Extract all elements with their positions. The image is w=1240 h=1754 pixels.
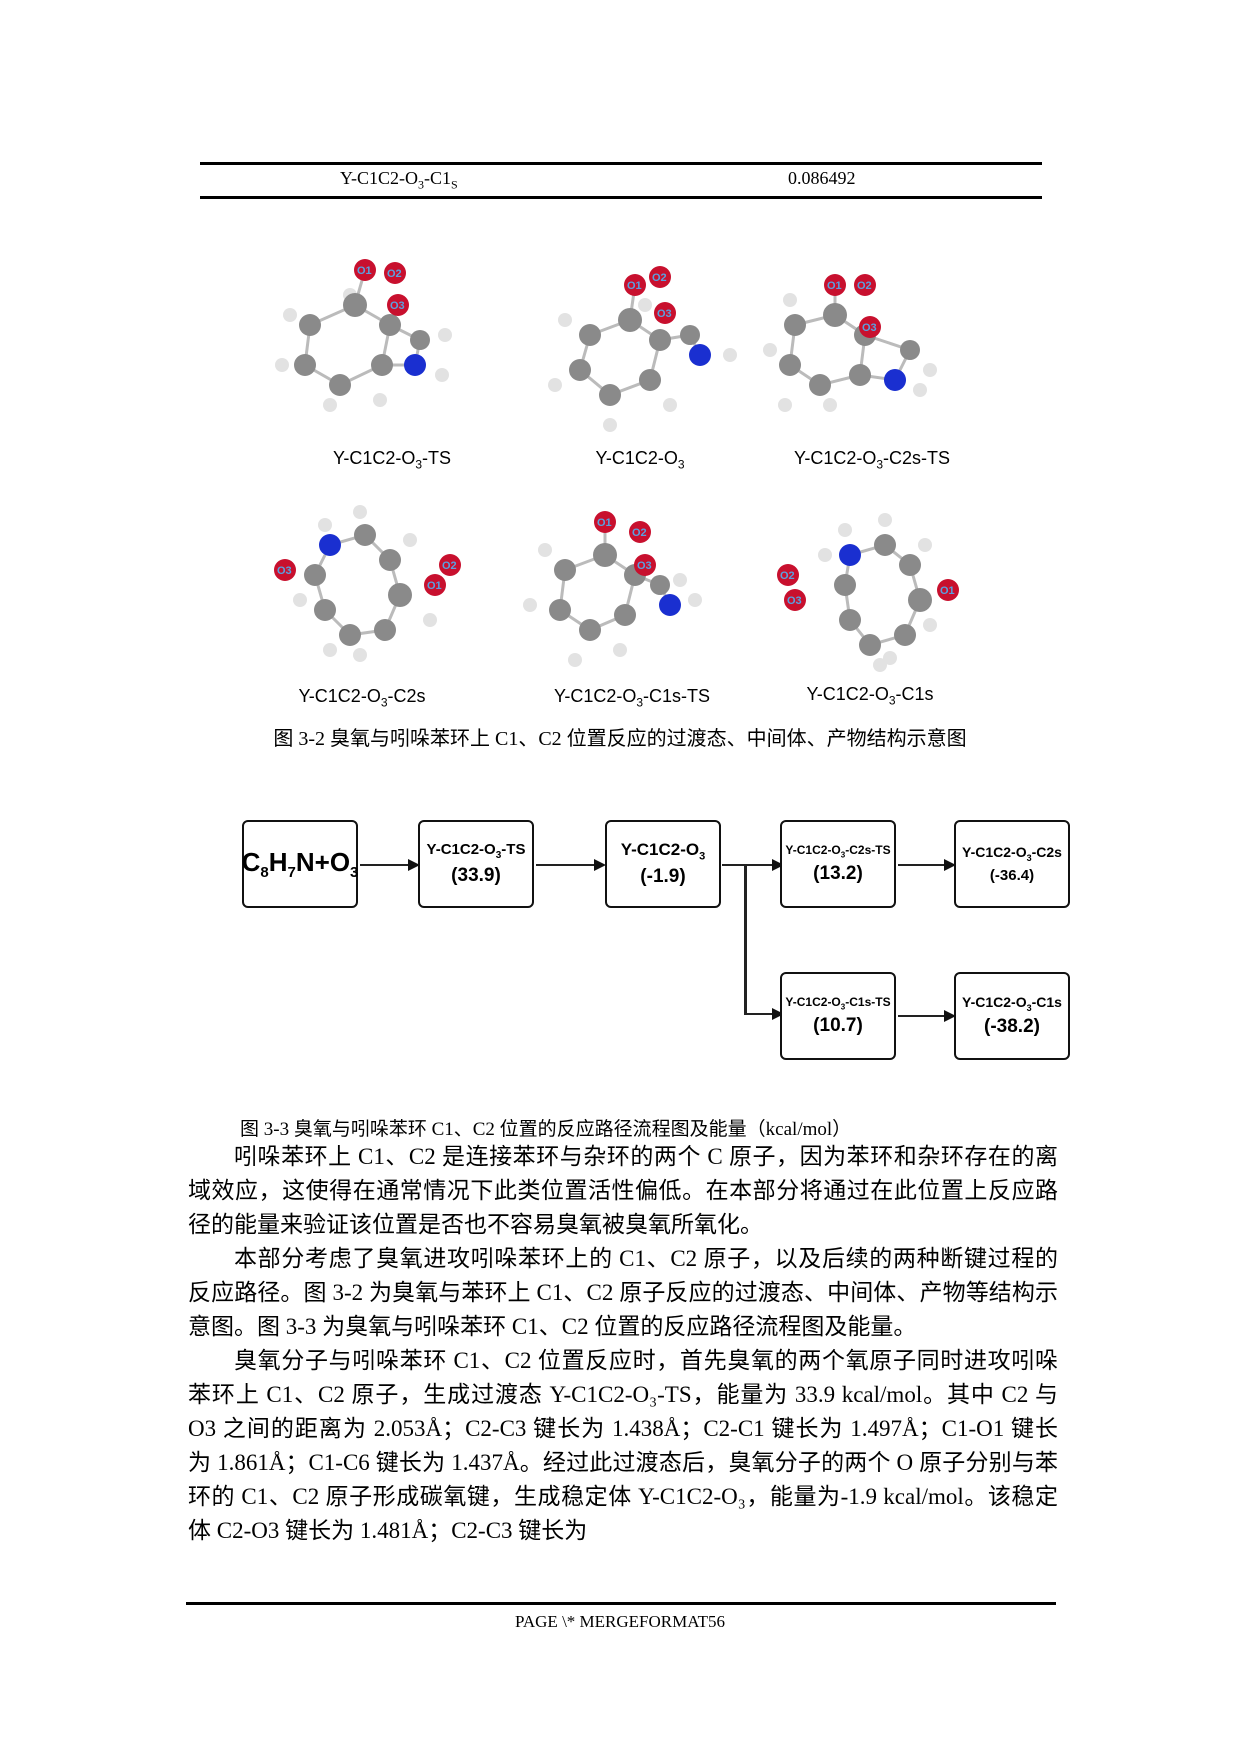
table-bottom-rule (200, 196, 1042, 199)
figure-3-2-caption: 图 3-2 臭氧与吲哚苯环上 C1、C2 位置反应的过渡态、中间体、产物结构示意… (273, 728, 967, 750)
svg-text:O1: O1 (940, 585, 955, 597)
structure-label-ts: Y-C1C2-O3-TS (332, 448, 452, 472)
svg-text:O3: O3 (637, 560, 652, 572)
footer-rule (186, 1602, 1056, 1605)
svg-text:O1: O1 (427, 580, 442, 592)
svg-text:O3: O3 (862, 322, 877, 334)
table-cell-structure: Y-C1C2-O3-C1S (340, 168, 458, 192)
structure-label-intermediate: Y-C1C2-O3 (595, 448, 685, 472)
node-ts-c1s: Y-C1C2-O3-C1s-TS (10.7) (780, 972, 896, 1060)
svg-text:O2: O2 (387, 268, 402, 280)
connector-4 (898, 864, 948, 866)
svg-text:O3: O3 (277, 565, 292, 577)
table-cell-value: 0.086492 (788, 168, 856, 188)
svg-text:O3: O3 (390, 300, 405, 312)
paragraph-2: 本部分考虑了臭氧进攻吲哚苯环上的 C1、C2 原子，以及后续的两种断键过程的反应… (188, 1246, 1058, 1339)
arrow-1 (408, 859, 420, 871)
svg-text:O1: O1 (597, 517, 612, 529)
svg-text:O2: O2 (632, 527, 647, 539)
node-product-c1s: Y-C1C2-O3-C1s (-38.2) (954, 972, 1070, 1060)
arrow-2 (594, 859, 606, 871)
node-ts-c2s: Y-C1C2-O3-C2s-TS (13.2) (780, 820, 896, 908)
connector-5 (898, 1015, 948, 1017)
arrow-5 (944, 1010, 956, 1022)
svg-text:O2: O2 (857, 280, 872, 292)
svg-text:O2: O2 (780, 570, 795, 582)
branch-vertical (744, 866, 747, 1014)
table-top-rule (200, 162, 1042, 165)
svg-text:O3: O3 (787, 595, 802, 607)
connector-3 (722, 864, 774, 866)
svg-text:O2: O2 (442, 560, 457, 572)
structure-label-c1s: Y-C1C2-O3-C1s (806, 684, 934, 708)
structure-label-c2s-ts: Y-C1C2-O3-C2s-TS (793, 448, 951, 472)
connector-1 (360, 864, 412, 866)
connector-2 (536, 864, 596, 866)
figure-3-3-caption: 图 3-3 臭氧与吲哚苯环 C1、C2 位置的反应路径流程图及能量（kcal/m… (240, 1119, 852, 1140)
svg-text:O3: O3 (657, 308, 672, 320)
svg-text:O1: O1 (627, 280, 642, 292)
svg-text:O1: O1 (827, 280, 842, 292)
branch-horizontal (744, 1013, 776, 1015)
svg-text:O2: O2 (652, 272, 667, 284)
structure-label-c1s-ts: Y-C1C2-O3-C1s-TS (553, 686, 711, 710)
node-intermediate: Y-C1C2-O3 (-1.9) (605, 820, 721, 908)
structure-label-c2s: Y-C1C2-O3-C2s (298, 686, 426, 710)
paragraph-3: 臭氧分子与吲哚苯环 C1、C2 位置反应时，首先臭氧的两个氧原子同时进攻吲哚苯环… (188, 1348, 1058, 1543)
node-ts1: Y-C1C2-O3-TS (33.9) (418, 820, 534, 908)
paragraph-1: 吲哚苯环上 C1、C2 是连接苯环与杂环的两个 C 原子，因为苯环和杂环存在的离… (188, 1144, 1058, 1237)
svg-text:O1: O1 (357, 265, 372, 277)
node-reactant: C8H7N+O3 (242, 820, 358, 908)
arrow-4 (944, 859, 956, 871)
page-number-field: PAGE \* MERGEFORMAT56 (514, 1612, 726, 1631)
body-text: 吲哚苯环上 C1、C2 是连接苯环与杂环的两个 C 原子，因为苯环和杂环存在的离… (188, 1140, 1058, 1548)
node-product-c2s: Y-C1C2-O3-C2s (-36.4) (954, 820, 1070, 908)
